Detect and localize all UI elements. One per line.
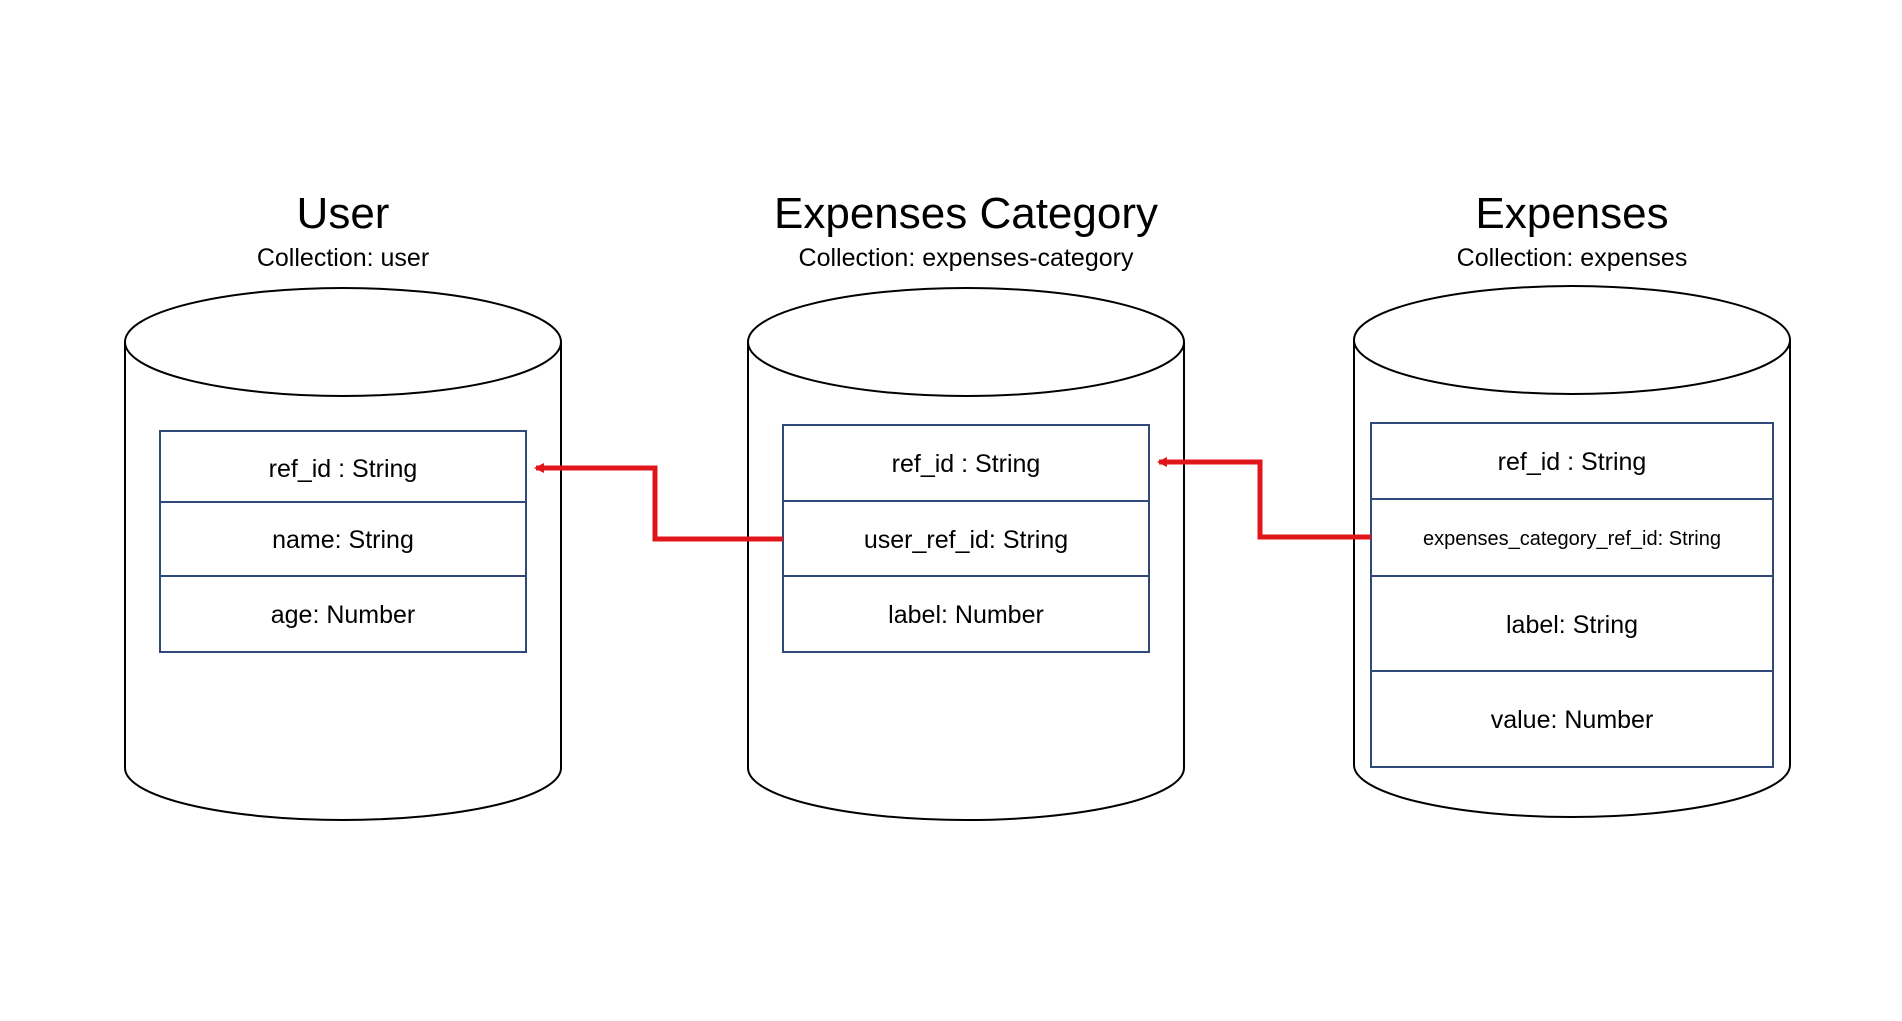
field-label: age: Number <box>271 601 416 629</box>
field-row: expenses_category_ref_id: String <box>1370 498 1774 577</box>
collection-user: User Collection: user ref_id : String na… <box>124 189 562 821</box>
field-row: ref_id : String <box>159 430 527 503</box>
field-label: ref_id : String <box>892 450 1041 478</box>
field-row: label: String <box>1370 575 1774 672</box>
field-label: label: String <box>1506 611 1638 639</box>
reference-arrow-user-ref <box>534 463 783 542</box>
collection-title: User <box>297 189 390 238</box>
field-row: ref_id : String <box>782 424 1150 502</box>
field-row: user_ref_id: String <box>782 500 1150 577</box>
field-label: ref_id : String <box>1498 448 1647 476</box>
field-label: ref_id : String <box>269 455 418 483</box>
reference-arrow-expenses-category-ref <box>1157 457 1371 540</box>
collection-subtitle: Collection: expenses-category <box>799 244 1134 272</box>
field-row: name: String <box>159 501 527 577</box>
field-label: label: Number <box>888 601 1044 629</box>
field-row: label: Number <box>782 575 1150 653</box>
collection-expenses: Expenses Collection: expenses ref_id : S… <box>1353 189 1791 818</box>
field-row: age: Number <box>159 575 527 653</box>
collection-title: Expenses <box>1475 189 1668 238</box>
collection-expenses-category: Expenses Category Collection: expenses-c… <box>747 189 1185 821</box>
field-label: value: Number <box>1491 706 1654 734</box>
collection-title: Expenses Category <box>774 189 1158 238</box>
field-label: expenses_category_ref_id: String <box>1423 528 1721 550</box>
field-row: ref_id : String <box>1370 422 1774 500</box>
field-label: name: String <box>272 526 414 554</box>
field-label: user_ref_id: String <box>864 526 1068 554</box>
collection-subtitle: Collection: expenses <box>1457 244 1688 272</box>
collection-subtitle: Collection: user <box>257 244 429 272</box>
field-row: value: Number <box>1370 670 1774 768</box>
